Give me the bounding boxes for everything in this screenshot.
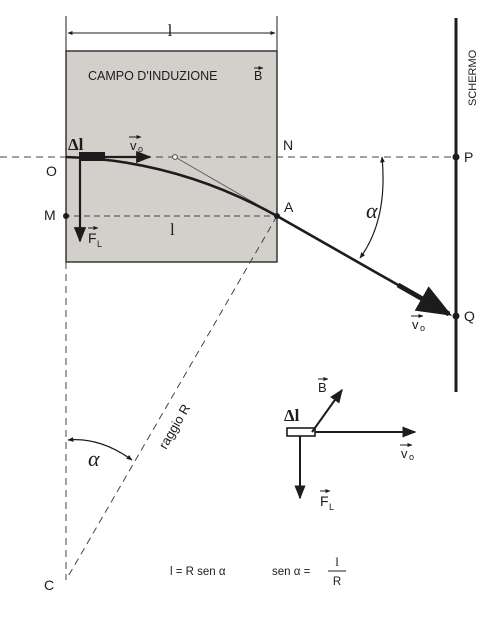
svg-text:v: v xyxy=(401,446,408,461)
point-M-label: M xyxy=(44,207,56,223)
inset-vector-diagram: Δl B v o F L xyxy=(284,377,417,512)
point-Q-label: Q xyxy=(464,308,475,324)
formula-numerator: l xyxy=(335,554,339,569)
force-label: F L xyxy=(88,226,102,249)
point-P-dot xyxy=(452,153,460,161)
svg-text:F: F xyxy=(320,493,329,509)
svg-text:L: L xyxy=(329,502,334,512)
angle-arc-screen xyxy=(359,156,385,259)
radius-line xyxy=(65,215,278,581)
inset-b-arrow xyxy=(311,388,343,433)
delta-l-element xyxy=(79,152,105,161)
point-A-dot xyxy=(274,213,280,219)
velocity-arrow-exit xyxy=(396,282,453,317)
field-title: CAMPO D'INDUZIONE xyxy=(88,69,217,83)
formula-l-equals: l = R sen α xyxy=(170,566,226,578)
inset-b-label: B xyxy=(318,377,329,395)
point-M-dot xyxy=(63,213,69,219)
svg-text:o: o xyxy=(409,452,414,462)
svg-text:B: B xyxy=(254,69,262,83)
point-A-label: A xyxy=(284,199,294,215)
point-P-label: P xyxy=(464,149,473,165)
width-dimension: l xyxy=(65,16,278,52)
inset-delta-l-element xyxy=(286,427,316,437)
inset-v0-label: v o xyxy=(400,443,414,462)
svg-text:o: o xyxy=(420,323,425,333)
tangent-origin xyxy=(172,154,178,160)
alpha-label-screen: α xyxy=(366,198,378,223)
v0-label: v o xyxy=(129,135,143,154)
point-C-label: C xyxy=(44,577,54,593)
svg-text:o: o xyxy=(138,144,143,154)
delta-l-label: Δl xyxy=(68,135,84,154)
radius-label: raggio R xyxy=(156,401,194,451)
inset-force-label: F L xyxy=(320,489,334,512)
point-O-label: O xyxy=(46,163,57,179)
v0-exit-label: v o xyxy=(411,314,425,333)
width-label: l xyxy=(168,21,173,40)
field-vector-label: B xyxy=(254,66,264,83)
svg-text:v: v xyxy=(130,138,137,153)
formula: l = R sen α sen α = l R xyxy=(170,554,346,588)
svg-text:B: B xyxy=(318,380,327,395)
point-Q-dot xyxy=(452,312,460,320)
svg-text:F: F xyxy=(88,230,97,246)
screen-label: SCHERMO xyxy=(467,49,479,106)
formula-sin-lhs: sen α = xyxy=(272,566,311,578)
formula-denominator: R xyxy=(333,576,341,588)
alpha-label-center: α xyxy=(88,446,100,471)
point-N-label: N xyxy=(283,137,293,153)
svg-text:L: L xyxy=(97,239,102,249)
angle-arc-center xyxy=(67,437,133,461)
inner-l-label: l xyxy=(170,220,175,239)
svg-text:v: v xyxy=(412,317,419,332)
inset-delta-l-label: Δl xyxy=(284,406,300,425)
